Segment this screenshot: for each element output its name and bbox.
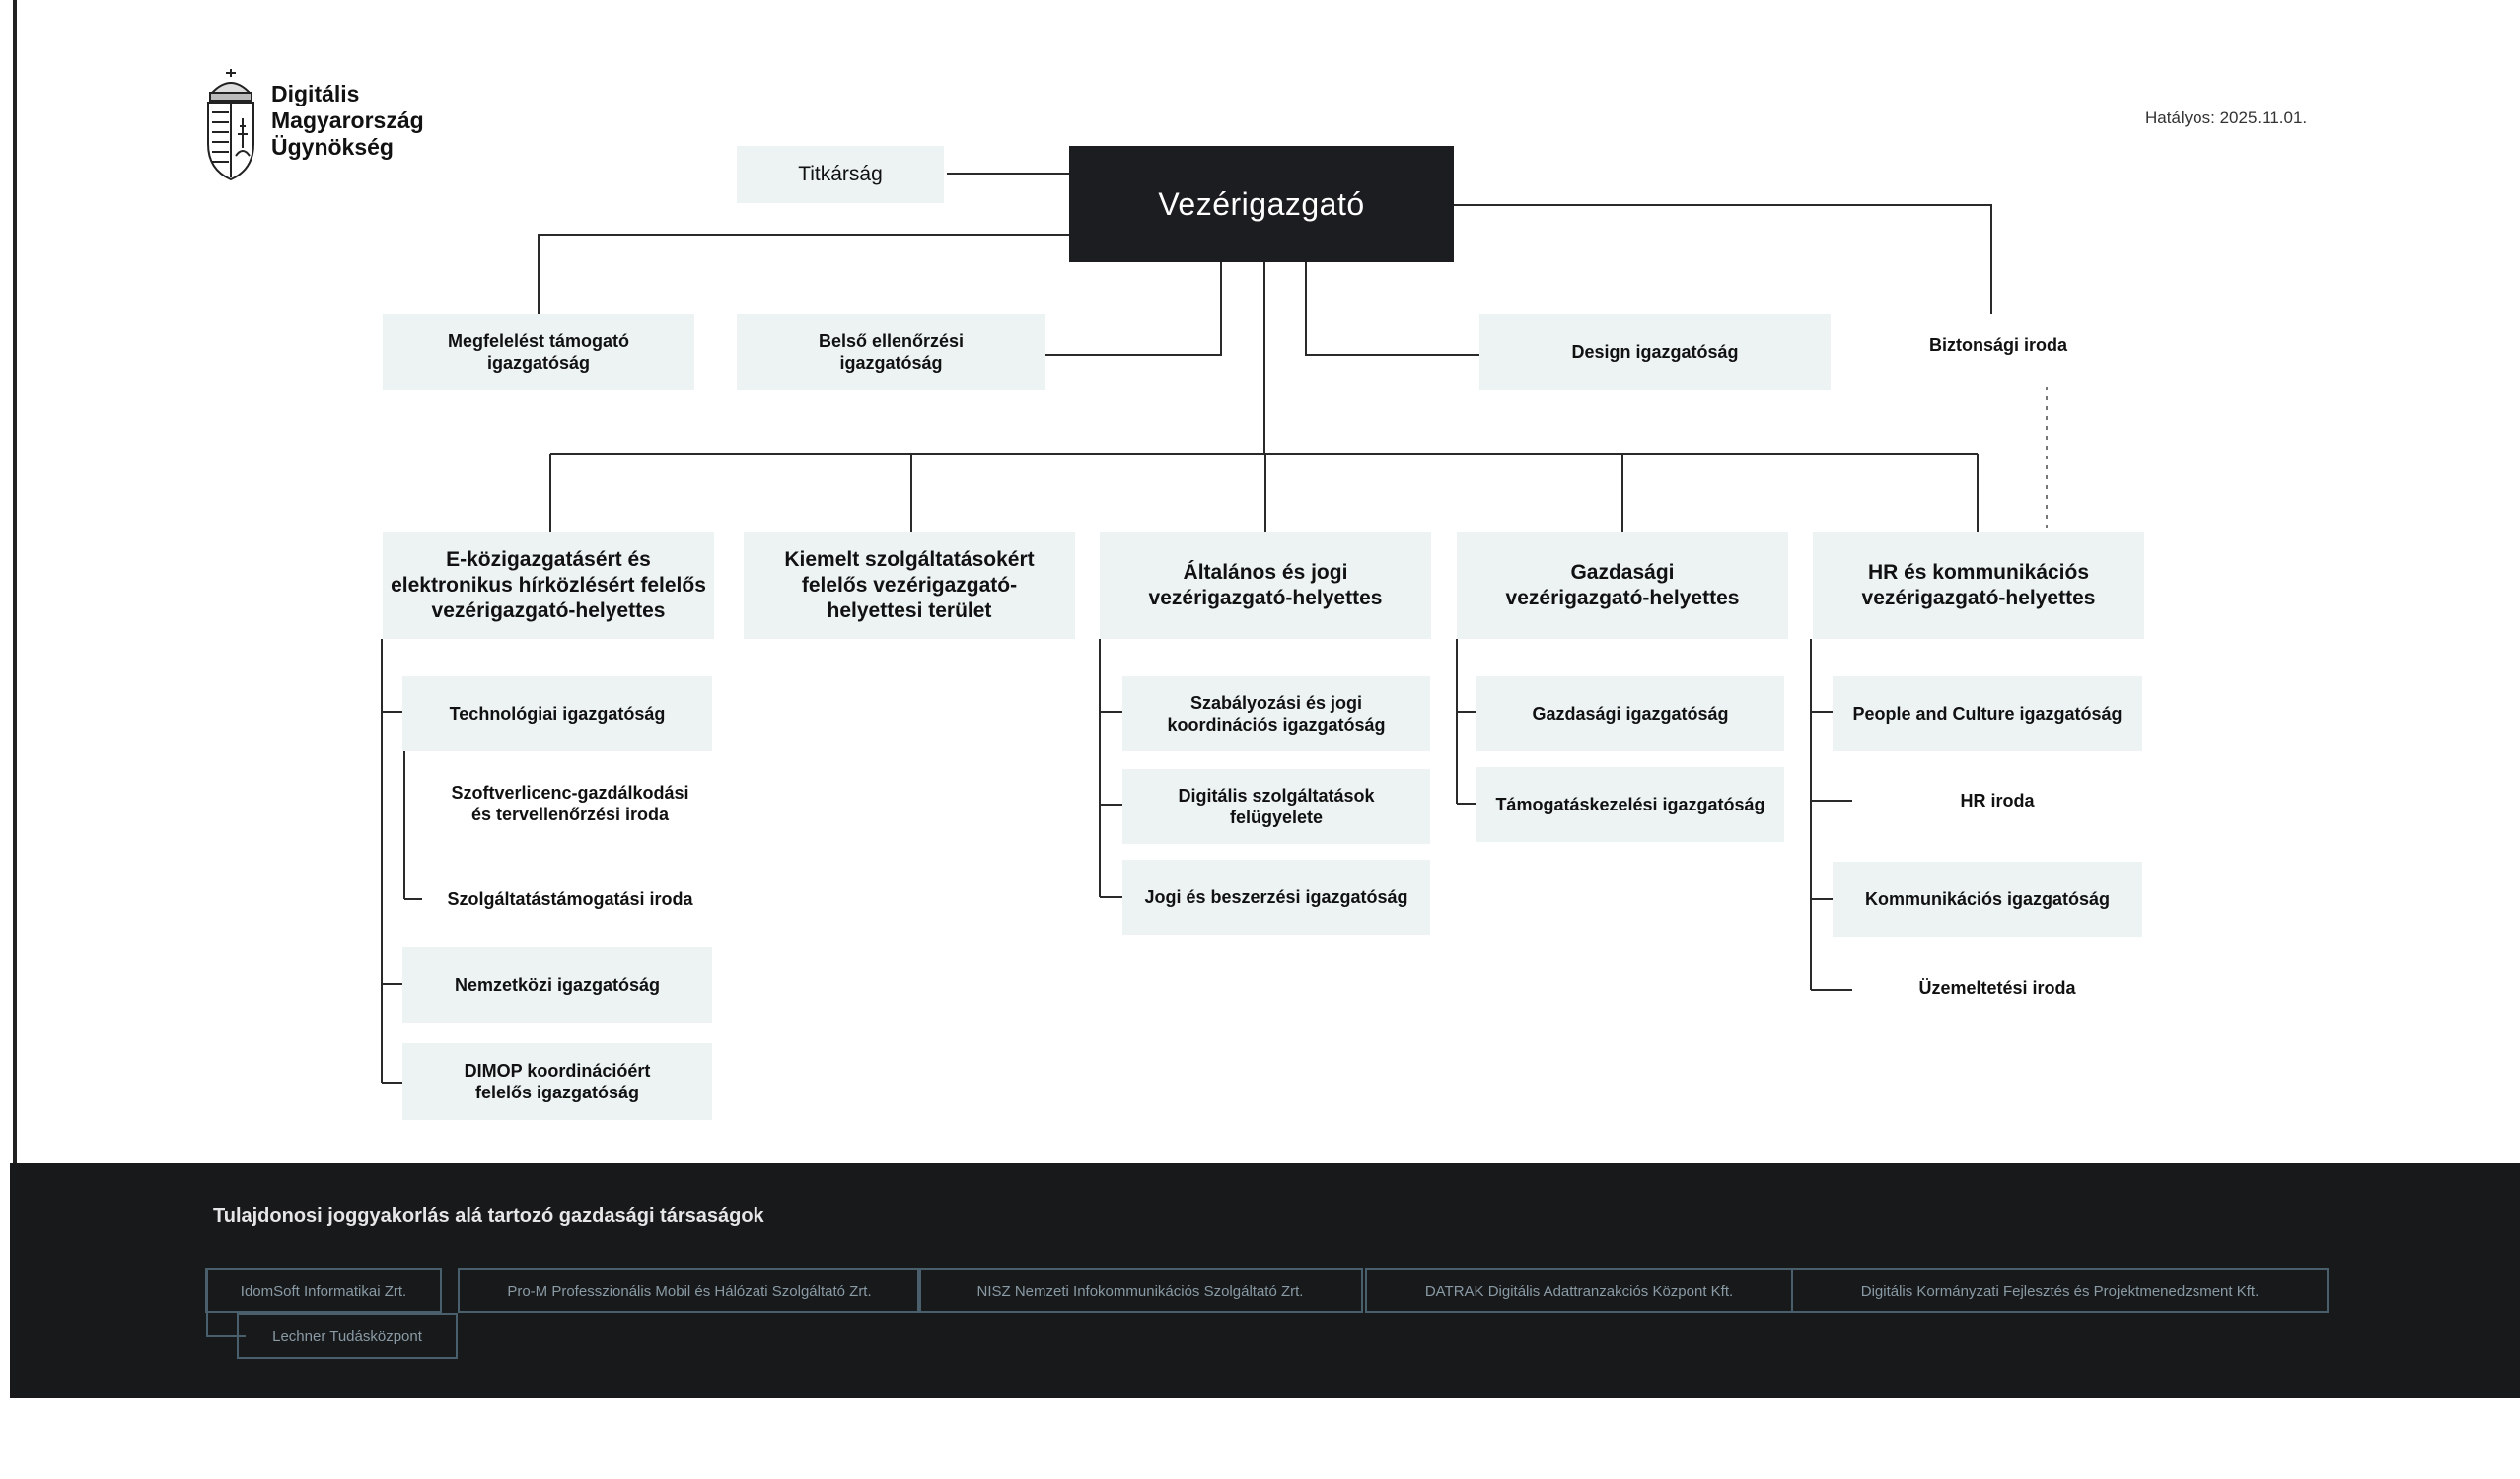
ceo-box: Vezérigazgató: [1069, 146, 1454, 262]
communication-directorate-box: Kommunikációs igazgatóság: [1833, 862, 2142, 937]
subsidiaries-title: Tulajdonosi joggyakorlás alá tartozó gaz…: [213, 1205, 764, 1227]
connector-compliance: [538, 234, 1069, 314]
deputy-general-legal-box: Általános és jogi vezérigazgató-helyette…: [1100, 532, 1431, 639]
deputy-egov-box: E-közigazgatásért és elektronikus hírköz…: [383, 532, 714, 639]
company-pro-m: Pro-M Professzionális Mobil és Hálózati …: [458, 1268, 921, 1313]
connector-security: [1454, 204, 1992, 314]
company-lechner: Lechner Tudásközpont: [237, 1313, 458, 1359]
software-license-office-box: Szoftverlicenc-gazdálkodási és tervellen…: [451, 782, 689, 825]
operations-office-box: Üzemeltetési iroda: [1918, 977, 2076, 998]
compliance-directorate-box: Megfelelést támogató igazgatóság: [383, 314, 694, 390]
logo-line-1: Digitális: [271, 81, 360, 106]
internal-audit-box: Belső ellenőrzési igazgatóság: [737, 314, 1045, 390]
company-datrak: DATRAK Digitális Adattranzakciós Központ…: [1365, 1268, 1793, 1313]
valid-from-date: Hatályos: 2025.11.01.: [2145, 108, 2308, 127]
legal-procurement-directorate-box: Jogi és beszerzési igazgatóság: [1122, 860, 1430, 935]
dimop-directorate-box: DIMOP koordinációért felelős igazgatóság: [402, 1043, 712, 1120]
connector-design: [1305, 262, 1479, 356]
technology-directorate-box: Technológiai igazgatóság: [402, 676, 712, 751]
company-dkfp: Digitális Kormányzati Fejlesztés és Proj…: [1791, 1268, 2329, 1313]
connector-internal-audit: [1045, 262, 1222, 356]
hr-office-box: HR iroda: [1960, 790, 2035, 810]
service-support-office-box: Szolgáltatástámogatási iroda: [447, 888, 693, 909]
economic-directorate-box: Gazdasági igazgatóság: [1476, 676, 1784, 751]
company-nisz: NISZ Nemzeti Infokommunikációs Szolgálta…: [917, 1268, 1363, 1313]
logo-line-3: Ügynökség: [271, 134, 394, 161]
deputy-economic-box: Gazdasági vezérigazgató-helyettes: [1457, 532, 1788, 639]
page-left-border: [13, 0, 17, 1163]
logo-line-2: Magyarország: [271, 107, 424, 134]
agency-logo: Digitális Magyarország Ügynökség: [202, 67, 424, 183]
subsidiaries-connector: [206, 1268, 208, 1335]
deputy-priority-services-box: Kiemelt szolgáltatásokért felelős vezéri…: [744, 532, 1075, 639]
international-directorate-box: Nemzetközi igazgatóság: [402, 947, 712, 1023]
regulatory-directorate-box: Szabályozási és jogi koordinációs igazga…: [1122, 676, 1430, 751]
secretariat-box: Titkárság: [737, 146, 944, 203]
subsidiaries-footer: Tulajdonosi joggyakorlás alá tartozó gaz…: [10, 1163, 2520, 1398]
deputy-hr-communication-box: HR és kommunikációs vezérigazgató-helyet…: [1813, 532, 2144, 639]
coat-of-arms-icon: [207, 69, 254, 181]
digital-services-supervision-box: Digitális szolgáltatások felügyelete: [1122, 769, 1430, 844]
design-directorate-box: Design igazgatóság: [1479, 314, 1831, 390]
people-culture-directorate-box: People and Culture igazgatóság: [1833, 676, 2142, 751]
security-office-box: Biztonsági iroda: [1928, 334, 2067, 355]
company-idomsoft: IdomSoft Informatikai Zrt.: [205, 1268, 442, 1313]
grants-directorate-box: Támogatáskezelési igazgatóság: [1476, 767, 1784, 842]
